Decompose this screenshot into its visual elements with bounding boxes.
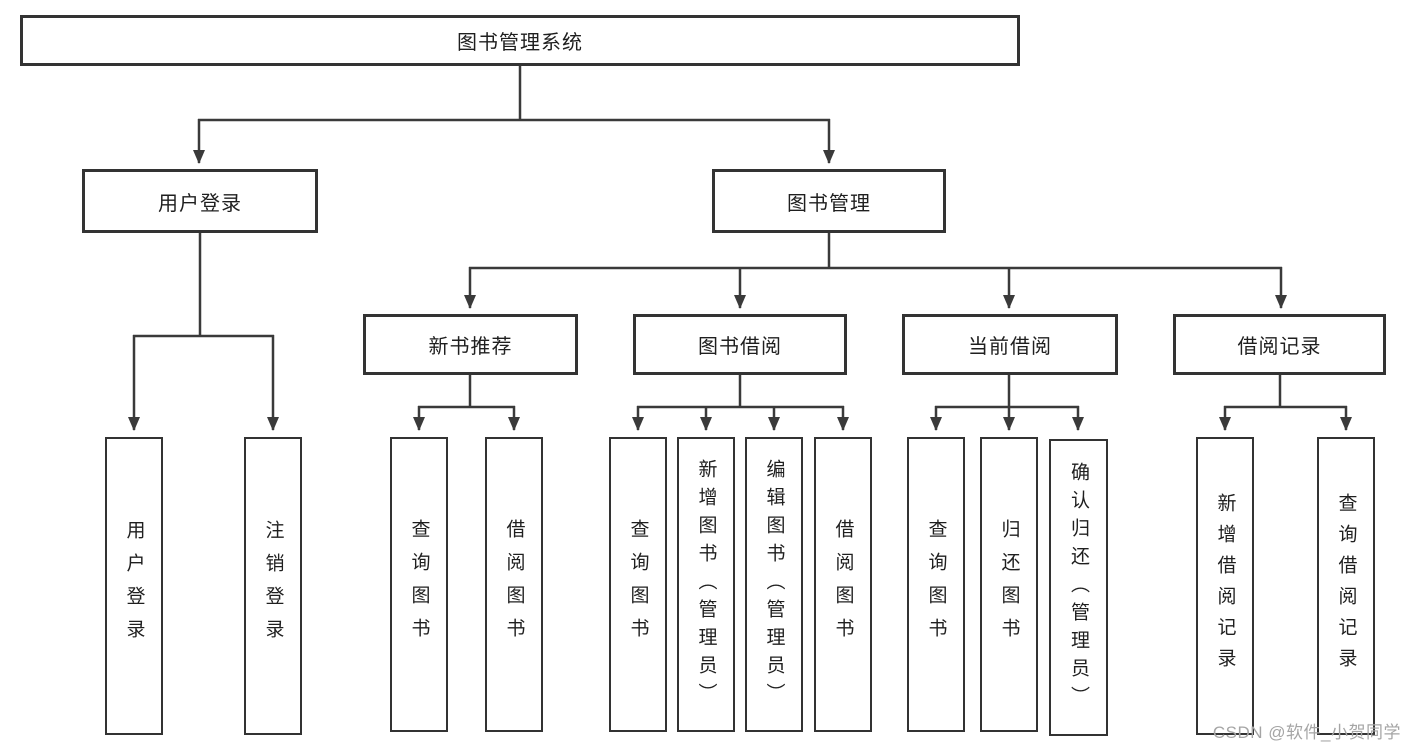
leaf-bb-edit-book-admin-label: 编辑图书（管理员） bbox=[763, 458, 785, 711]
leaf-cb-return-books-label: 归还图书 bbox=[998, 518, 1020, 651]
leaf-logout: 注销登录 bbox=[244, 437, 302, 735]
leaf-nb-borrow-books-label: 借阅图书 bbox=[503, 518, 525, 651]
node-current-borrowing: 当前借阅 bbox=[902, 314, 1118, 375]
node-borrowing-records: 借阅记录 bbox=[1173, 314, 1386, 375]
node-book-management-label: 图书管理 bbox=[787, 192, 871, 215]
leaf-cb-query-books-label: 查询图书 bbox=[925, 518, 947, 651]
leaf-bb-borrow-books-label: 借阅图书 bbox=[832, 518, 854, 651]
node-user-login-label: 用户登录 bbox=[158, 192, 242, 215]
leaf-logout-label: 注销登录 bbox=[262, 520, 284, 652]
node-book-borrowing: 图书借阅 bbox=[633, 314, 847, 375]
node-new-book-recommendation: 新书推荐 bbox=[363, 314, 578, 375]
node-new-book-recommendation-label: 新书推荐 bbox=[428, 336, 513, 358]
leaf-nb-borrow-books: 借阅图书 bbox=[485, 437, 543, 732]
node-borrowing-records-label: 借阅记录 bbox=[1237, 336, 1322, 358]
leaf-br-query-record-label: 查询借阅记录 bbox=[1335, 493, 1357, 679]
leaf-bb-query-books: 查询图书 bbox=[609, 437, 667, 732]
watermark-text: CSDN @软件_小贺同学 bbox=[1212, 723, 1401, 742]
leaf-bb-edit-book-admin: 编辑图书（管理员） bbox=[745, 437, 803, 732]
leaf-br-add-record: 新增借阅记录 bbox=[1196, 437, 1254, 735]
leaf-nb-query-books-label: 查询图书 bbox=[408, 518, 430, 651]
leaf-user-login-label: 用户登录 bbox=[123, 520, 145, 652]
leaf-cb-confirm-return-admin: 确认归还（管理员） bbox=[1049, 439, 1108, 736]
leaf-br-add-record-label: 新增借阅记录 bbox=[1214, 493, 1236, 679]
node-user-login: 用户登录 bbox=[82, 169, 318, 233]
leaf-bb-add-book-admin: 新增图书（管理员） bbox=[677, 437, 735, 732]
node-book-management: 图书管理 bbox=[712, 169, 946, 233]
leaf-user-login: 用户登录 bbox=[105, 437, 163, 735]
node-current-borrowing-label: 当前借阅 bbox=[968, 336, 1052, 358]
leaf-cb-query-books: 查询图书 bbox=[907, 437, 965, 732]
node-root: 图书管理系统 bbox=[20, 15, 1020, 66]
node-book-borrowing-label: 图书借阅 bbox=[698, 336, 782, 358]
leaf-bb-add-book-admin-label: 新增图书（管理员） bbox=[695, 458, 717, 711]
leaf-cb-return-books: 归还图书 bbox=[980, 437, 1038, 732]
leaf-bb-query-books-label: 查询图书 bbox=[627, 518, 649, 651]
node-root-label: 图书管理系统 bbox=[457, 32, 583, 54]
leaf-bb-borrow-books: 借阅图书 bbox=[814, 437, 872, 732]
leaf-cb-confirm-return-admin-label: 确认归还（管理员） bbox=[1068, 461, 1089, 714]
leaf-br-query-record: 查询借阅记录 bbox=[1317, 437, 1375, 735]
leaf-nb-query-books: 查询图书 bbox=[390, 437, 448, 732]
